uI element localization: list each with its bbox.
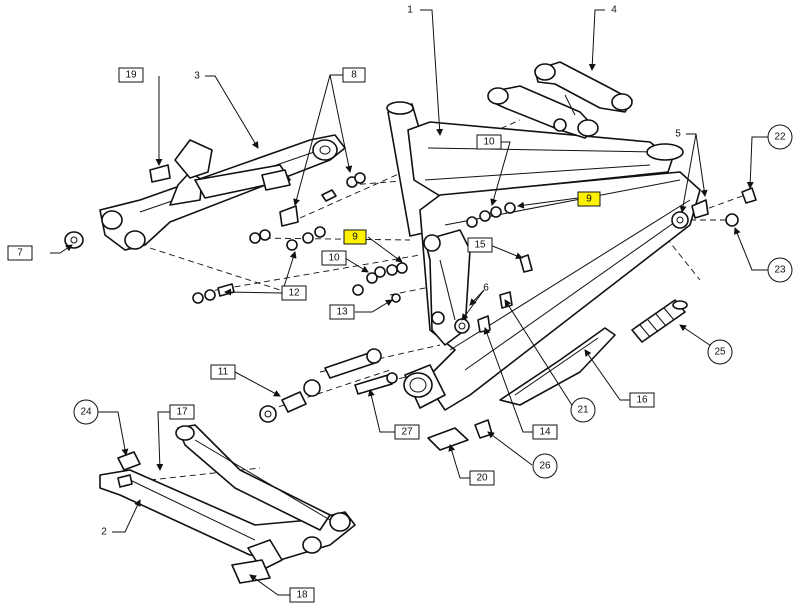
callout-21: 21 — [570, 397, 596, 423]
label-2: 2 — [101, 527, 107, 538]
label-3: 3 — [194, 71, 200, 82]
callout-15: 15 — [467, 237, 493, 253]
label-18: 18 — [296, 590, 308, 601]
callout-18: 18 — [289, 587, 315, 603]
callout-27: 27 — [394, 424, 420, 440]
label-5: 5 — [675, 129, 681, 140]
callout-17: 17 — [169, 404, 195, 420]
callout-24: 24 — [73, 399, 99, 425]
label-19: 19 — [125, 70, 137, 81]
callout-19: 19 — [118, 67, 144, 83]
label-22: 22 — [774, 132, 786, 143]
label-21: 21 — [577, 405, 589, 416]
label-23: 23 — [774, 265, 786, 276]
callout-14: 14 — [532, 424, 558, 440]
callout-23: 23 — [767, 257, 793, 283]
label-20: 20 — [476, 473, 488, 484]
label-24: 24 — [80, 407, 92, 418]
label-15: 15 — [474, 240, 486, 251]
main-frame — [386, 101, 709, 411]
callout-9-upper: 9 — [577, 191, 601, 207]
label-17: 17 — [176, 407, 188, 418]
spring-part — [631, 299, 688, 343]
label-10-upper: 10 — [483, 137, 495, 148]
callout-26: 26 — [532, 453, 558, 479]
callout-11: 11 — [210, 364, 236, 380]
callout-25: 25 — [707, 339, 733, 365]
callout-9-lower: 9 — [343, 229, 367, 245]
label-6: 6 — [483, 283, 489, 294]
seat-stay — [64, 134, 346, 251]
label-11: 11 — [218, 367, 229, 378]
label-10-lower: 10 — [328, 253, 340, 264]
callout-20: 20 — [469, 470, 495, 486]
label-14: 14 — [539, 427, 551, 438]
callout-12: 12 — [281, 285, 307, 301]
callout-22: 22 — [767, 124, 793, 150]
callout-10-lower: 10 — [321, 250, 347, 266]
hardware — [192, 172, 757, 451]
label-1: 1 — [407, 5, 413, 16]
chain-stay — [99, 424, 356, 584]
label-26: 26 — [539, 461, 551, 472]
callout-13: 13 — [329, 304, 355, 320]
label-27: 27 — [401, 427, 413, 438]
callouts: 1 4 3 5 6 2 19 8 7 12 9 10 — [7, 5, 793, 603]
label-7: 7 — [17, 248, 23, 259]
callout-7: 7 — [7, 245, 33, 261]
callout-10-upper: 10 — [476, 134, 502, 150]
callout-8: 8 — [342, 67, 366, 83]
leader-lines — [50, 9, 768, 596]
label-9-upper: 9 — [586, 194, 592, 205]
label-9-lower: 9 — [352, 232, 358, 243]
label-4: 4 — [611, 5, 617, 16]
label-13: 13 — [336, 307, 348, 318]
label-25: 25 — [714, 347, 726, 358]
label-16: 16 — [636, 395, 648, 406]
rocker-link — [487, 61, 633, 139]
label-8: 8 — [351, 70, 357, 81]
callout-16: 16 — [629, 392, 655, 408]
label-12: 12 — [288, 288, 300, 299]
